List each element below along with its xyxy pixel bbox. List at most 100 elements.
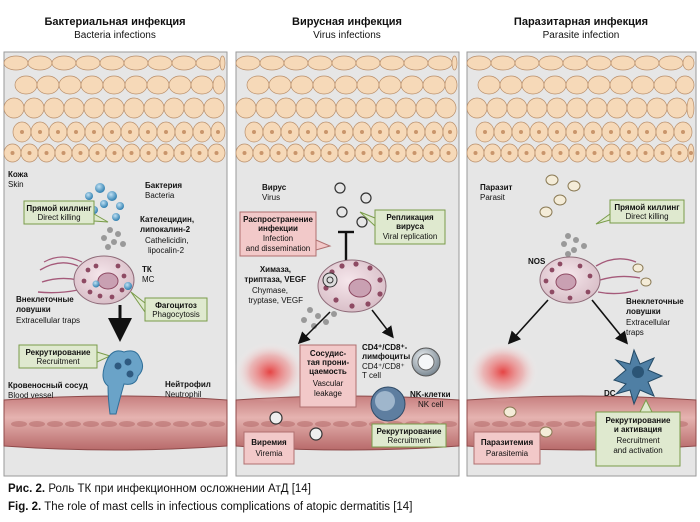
- skin-cell: [400, 75, 424, 95]
- nos-label: NOS: [528, 257, 546, 266]
- panel1-title-ru: Бактериальная инфекция: [44, 16, 185, 28]
- spread-ru2: инфекции: [258, 224, 298, 233]
- skin-cell: [415, 97, 437, 119]
- skin-cell: [63, 97, 85, 119]
- parasite-icon: [539, 174, 581, 218]
- skin-cell: [538, 55, 564, 71]
- recruitment-callout-2: [371, 423, 447, 448]
- caption-ru-label: Рис. 2.: [8, 483, 46, 495]
- skin-cell: [546, 97, 568, 119]
- skin-cell: [653, 75, 677, 95]
- endothelial-cell: [29, 421, 45, 427]
- leak-ru3: цаемость: [309, 367, 347, 376]
- endothelial-cell: [101, 421, 117, 427]
- skin-cell-nucleus: [146, 151, 151, 155]
- skin-cell: [246, 75, 270, 95]
- diagram: Бактериальная инфекция Bacteria infectio…: [3, 16, 697, 477]
- skin-cell-nucleus: [555, 130, 559, 134]
- direct-killing-callout-3: [609, 199, 685, 224]
- skin-cell: [586, 97, 608, 119]
- skin-cell: [146, 75, 170, 95]
- skin-cell-nucleus: [677, 151, 682, 155]
- cd-ru2: лимфоциты: [362, 352, 410, 361]
- parasitemia-ru: Паразитемия: [481, 438, 534, 447]
- bacteria-label-en: Bacteria: [145, 191, 175, 200]
- skin-cell: [477, 75, 501, 95]
- parasitemia-en: Parasitemia: [486, 449, 529, 458]
- skin-cell: [315, 97, 337, 119]
- recruitment-activation-callout: [595, 411, 681, 467]
- skin-cell-nucleus: [473, 151, 478, 155]
- skin-cell-nucleus: [259, 151, 264, 155]
- traps-ru1: Внеклеточные: [16, 295, 74, 304]
- skin-cell-nucleus: [524, 151, 529, 155]
- direct-killing-en: Direct killing: [37, 213, 80, 222]
- skin-cell-nucleus: [395, 151, 400, 155]
- leakage-callout: [299, 344, 357, 408]
- skin-cell: [375, 97, 397, 119]
- traps3-ru2: ловушки: [626, 307, 661, 316]
- virus-en: Virus: [262, 193, 280, 202]
- mast-cell-icon: [317, 259, 387, 313]
- endothelial-cell: [528, 421, 544, 427]
- lymphocyte-arrow: [371, 309, 394, 339]
- parasite-ru: Паразит: [480, 183, 513, 192]
- skin-cell-nucleus: [182, 130, 186, 134]
- skin-cell: [124, 75, 148, 95]
- neutrophil-icon: [102, 350, 144, 415]
- skin-cell: [268, 75, 292, 95]
- phagocytosis-en: Phagocytosis: [152, 310, 200, 319]
- leakage-arrow: [297, 311, 331, 345]
- skin-cell: [331, 55, 357, 71]
- endothelial-cell: [297, 421, 313, 427]
- skin-cell: [295, 97, 317, 119]
- viremia-ru: Виремия: [251, 438, 287, 447]
- endothelial-cell: [492, 421, 508, 427]
- skin-cell-nucleus: [38, 130, 42, 134]
- endothelial-cell: [11, 421, 27, 427]
- skin-cell: [355, 55, 381, 71]
- skin-cell: [586, 55, 612, 71]
- cd-en1: CD4⁺/CD8⁺: [362, 362, 405, 371]
- skin-cell-nucleus: [92, 130, 96, 134]
- peptide-granules-icon: [101, 227, 126, 250]
- skin-cell: [235, 97, 257, 119]
- direct-killing-callout: [23, 200, 95, 225]
- skin-label-ru: Кожа: [8, 170, 28, 179]
- skin-cell-nucleus: [573, 130, 577, 134]
- skin-cell: [666, 97, 688, 119]
- leak-en1: Vascular: [313, 379, 344, 388]
- skin-cell-nucleus: [74, 130, 78, 134]
- skin-cell: [83, 97, 105, 119]
- skin-cell: [682, 55, 695, 71]
- skin-cell: [255, 97, 277, 119]
- skin-cell: [168, 75, 192, 95]
- cd-en2: T cell: [362, 371, 381, 380]
- skin-cell: [23, 97, 45, 119]
- skin-cell-nucleus: [396, 130, 400, 134]
- skin-cell-nucleus: [378, 151, 383, 155]
- skin-cell-nucleus: [361, 151, 366, 155]
- skin-cell: [490, 55, 516, 71]
- neutrophil-ru: Нейтрофил: [165, 380, 211, 389]
- skin-cell: [355, 97, 377, 119]
- mast-cell-icon: [539, 256, 652, 304]
- endothelial-cell: [209, 421, 225, 427]
- skin-cell: [466, 55, 492, 71]
- skin-cell: [634, 55, 660, 71]
- cathelicidin-ru2: липокалин-2: [140, 225, 191, 234]
- skin-cell: [631, 75, 655, 95]
- skin-cell-nucleus: [507, 151, 512, 155]
- skin-cell-nucleus: [519, 130, 523, 134]
- recruit3-en2: and activation: [613, 446, 662, 455]
- skin-cell-nucleus: [306, 130, 310, 134]
- viremia-callout: [243, 431, 295, 465]
- endothelial-cell: [47, 421, 63, 427]
- skin-cell: [356, 75, 380, 95]
- phagocytosis-ru: Фагоцитоз: [155, 301, 197, 310]
- traps3-en1: Extracellular: [626, 318, 670, 327]
- skin-cell: [435, 97, 457, 119]
- caption-en: Fig. 2. The role of mast cells in infect…: [8, 501, 412, 513]
- skin-cell-nucleus: [342, 130, 346, 134]
- skin-cell-nucleus: [146, 130, 150, 134]
